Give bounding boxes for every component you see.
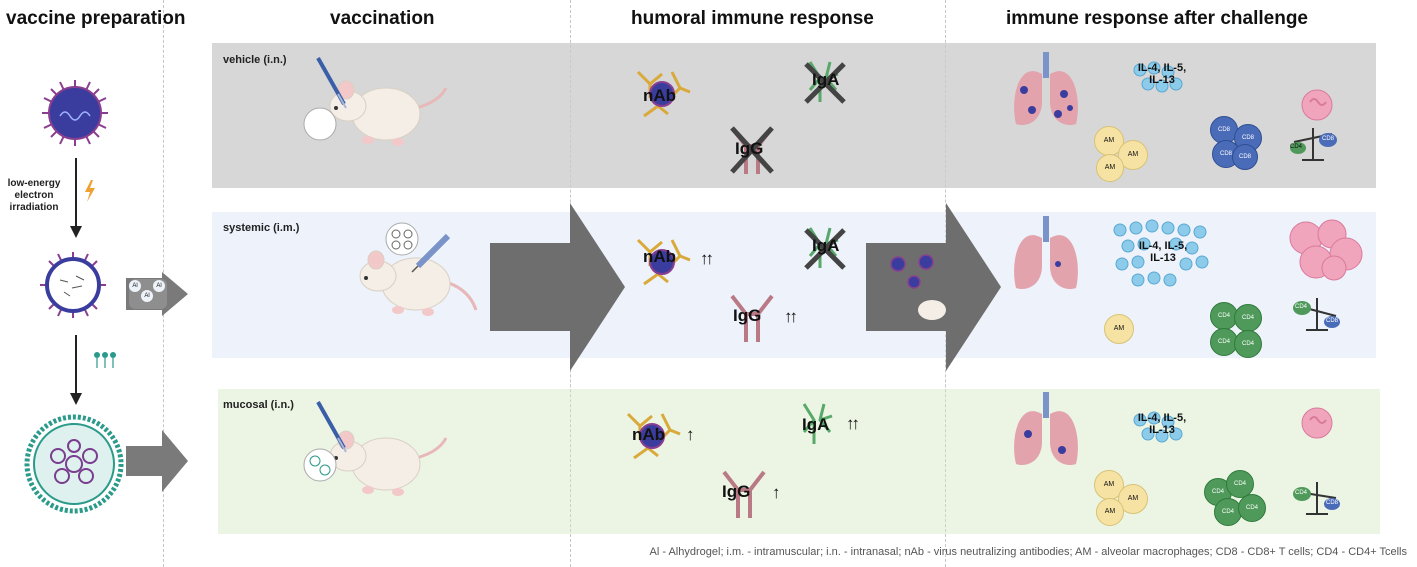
igg-label-vehicle: IgG	[735, 139, 764, 158]
cd4-cell: CD4	[1226, 470, 1254, 498]
macrophage-cell: AM	[1096, 154, 1124, 182]
row-label-systemic: systemic (i.m.)	[223, 222, 300, 234]
cytokine-label-mucosal: IL-4, IL-5, IL-13	[1137, 412, 1187, 436]
al-particle-1: Al	[129, 280, 141, 292]
cd4-cell: CD4	[1234, 330, 1262, 358]
al-particle-2: Al	[153, 280, 165, 292]
balance-scale-vehicle: CD4 CD8	[1288, 124, 1338, 164]
balance-left-label: CD4	[1290, 144, 1303, 150]
challenge-virus-icon	[890, 254, 946, 320]
macrophage-single-systemic: AM	[1104, 314, 1134, 344]
prep-arrow-down-1	[70, 158, 82, 238]
nab-increase-systemic: ↑↑	[700, 249, 714, 268]
iga-increase-mucosal: ↑↑	[846, 414, 860, 433]
igg-icon-vehicle	[730, 126, 774, 174]
mouse-icon-systemic	[359, 250, 478, 316]
prep-arrow-down-2	[70, 335, 82, 405]
nab-label-systemic: nAb	[643, 247, 677, 266]
balance-icon	[1293, 298, 1340, 331]
al-particle-3: Al	[141, 290, 153, 302]
eosinophil-cluster-systemic	[1289, 219, 1363, 281]
inactivated-virus-icon	[40, 252, 106, 318]
cytokine-cluster-systemic	[1113, 219, 1209, 287]
iga-label-mucosal: IgA	[802, 415, 830, 434]
row-label-mucosal: mucosal (i.n.)	[223, 399, 294, 411]
cytokine-cluster-mucosal	[1133, 411, 1183, 443]
lung-icon-systemic	[1014, 216, 1078, 290]
iga-icon-systemic	[804, 227, 846, 270]
droplet-circle-vehicle	[303, 107, 337, 141]
lightning-icon	[85, 180, 95, 202]
t-cell-cluster-vehicle: CD8 CD8 CD8 CD8	[1208, 114, 1264, 170]
mouse-icon-vehicle	[329, 80, 448, 146]
macrophage-cluster-vehicle: AM AM AM	[1090, 126, 1150, 182]
lipid-icon	[94, 352, 116, 368]
big-arrow-to-challenge	[866, 203, 1001, 371]
iga-label-systemic: IgA	[812, 236, 840, 255]
lung-icon-vehicle	[1014, 52, 1078, 126]
column-title-after-challenge: immune response after challenge	[1006, 8, 1308, 29]
balance-scale-systemic: CD4 CD8	[1292, 294, 1342, 334]
cytokine-label-systemic: IL-4, IL-5, IL-13	[1138, 240, 1188, 264]
liposome-circle-mucosal	[303, 448, 337, 482]
cd4-cell: CD4	[1214, 498, 1242, 526]
eosinophil-icon-vehicle	[1301, 89, 1333, 121]
iga-icon-vehicle	[804, 61, 846, 104]
syringe-icon-systemic	[411, 233, 451, 273]
macrophage-cell: AM	[1096, 498, 1124, 526]
balance-left-label: CD4	[1295, 304, 1308, 310]
iga-icon-mucosal	[802, 403, 833, 444]
igg-label-systemic: IgG	[733, 306, 762, 325]
nab-label-vehicle: nAb	[643, 86, 677, 105]
igg-increase-mucosal: ↑	[772, 483, 780, 502]
balance-icon	[1293, 482, 1340, 515]
balance-right-label: CD8	[1322, 136, 1335, 142]
column-title-humoral-response: humoral immune response	[631, 8, 874, 29]
t-cell-cluster-systemic: CD4 CD4 CD4 CD4	[1208, 300, 1264, 358]
prep-to-mucosal-arrow	[126, 430, 188, 492]
cd8-cell: CD8	[1232, 144, 1258, 170]
nab-label-mucosal: nAb	[632, 425, 666, 444]
liposome-icon	[24, 414, 124, 514]
column-title-vaccine-preparation: vaccine preparation	[6, 8, 186, 29]
cd4-cell: CD4	[1238, 494, 1266, 522]
adjuvant-circle-systemic	[385, 222, 419, 256]
cytokine-label-vehicle: IL-4, IL-5, IL-13	[1137, 62, 1187, 86]
igg-icon-mucosal	[722, 470, 766, 518]
column-title-vaccination: vaccination	[330, 8, 435, 29]
big-arrow-to-humoral	[490, 203, 625, 371]
igg-label-mucosal: IgG	[722, 482, 751, 501]
balance-icon	[1290, 128, 1337, 161]
pipette-icon-vehicle	[316, 57, 347, 109]
cytokine-cluster-vehicle	[1133, 61, 1183, 93]
balance-right-label: CD8	[1326, 318, 1339, 324]
nab-increase-mucosal: ↑	[686, 425, 694, 444]
nab-icon-vehicle	[636, 70, 691, 118]
abbreviations-footnote: Al - Alhydrogel; i.m. - intramuscular; i…	[649, 546, 1407, 558]
igg-icon-systemic	[730, 294, 774, 342]
cd4-cell: CD4	[1234, 304, 1262, 332]
lung-icon-mucosal	[1014, 392, 1078, 466]
row-label-vehicle: vehicle (i.n.)	[223, 54, 287, 66]
t-cell-cluster-mucosal: CD4 CD4 CD4 CD4	[1202, 470, 1266, 526]
balance-right-label: CD8	[1326, 500, 1339, 506]
nab-icon-systemic	[636, 238, 691, 286]
igg-increase-systemic: ↑↑	[784, 307, 798, 326]
balance-left-label: CD4	[1295, 490, 1308, 496]
pipette-icon-mucosal	[316, 401, 347, 453]
eosinophil-icon-mucosal	[1301, 407, 1333, 439]
iga-label-vehicle: IgA	[812, 70, 840, 89]
virus-icon	[42, 80, 108, 146]
irradiation-label: low-energy electron irradiation	[7, 178, 61, 213]
cd4-cell: CD4	[1210, 302, 1238, 330]
macrophage-cluster-mucosal: AM AM AM	[1090, 470, 1150, 526]
nab-icon-mucosal	[626, 412, 681, 460]
adjuvant-particles: Al Al Al	[129, 278, 165, 302]
balance-scale-mucosal: CD4 CD8	[1292, 478, 1342, 518]
